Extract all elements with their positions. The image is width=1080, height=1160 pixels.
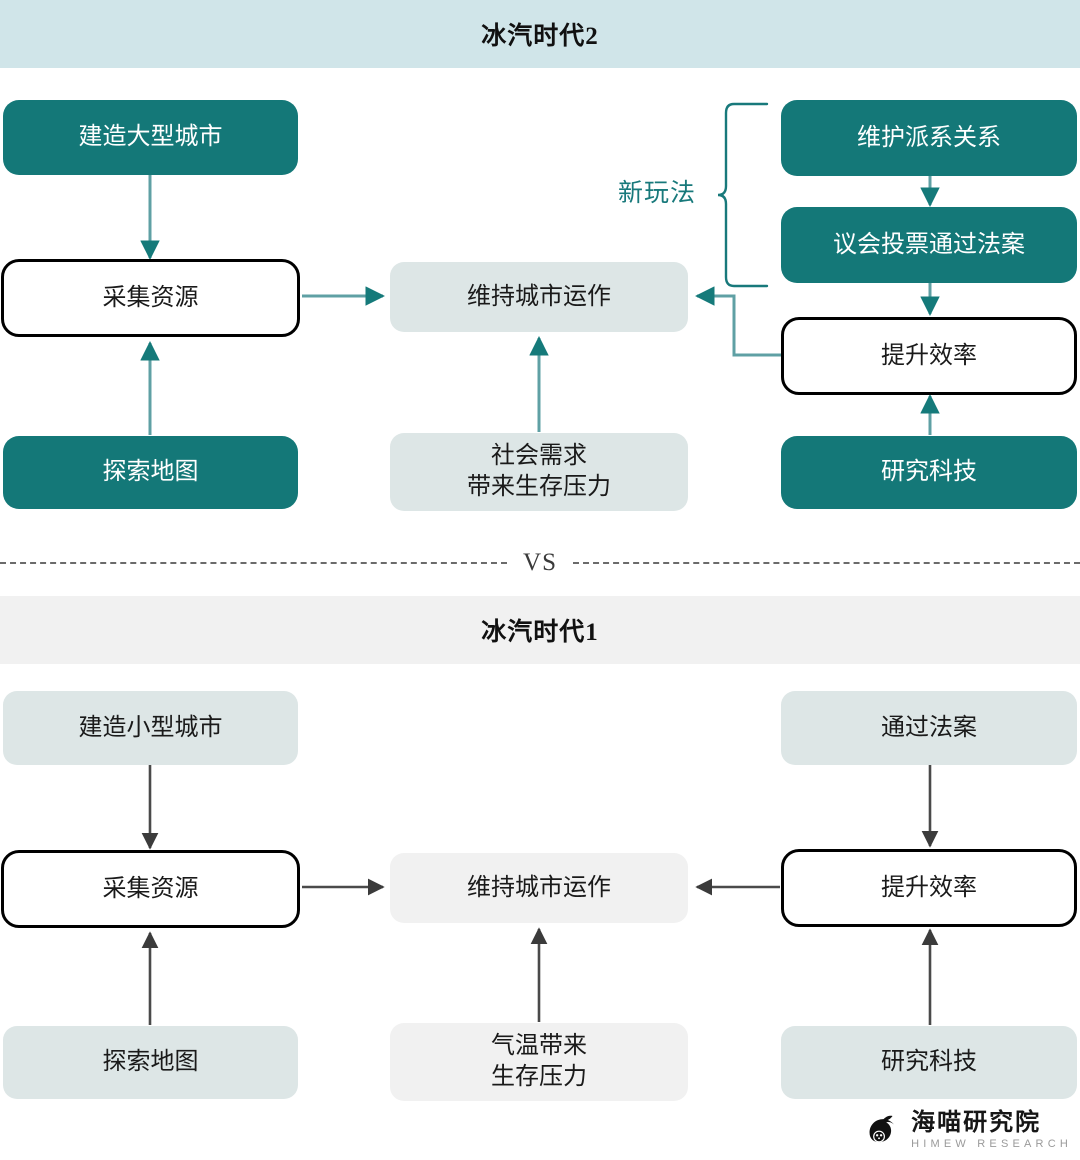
page-title-top: 冰汽时代2 [481,23,599,50]
new-mechanic-label: 新玩法 [618,180,697,207]
node-maintain-city-top[interactable]: 维持城市运作 [390,262,688,332]
vs-divider: VS [0,540,1080,586]
arrow-efficiency-to-maintain [695,286,782,357]
node-explore-map-top[interactable]: 探索地图 [3,436,298,509]
node-research-tech-top[interactable]: 研究科技 [781,436,1077,509]
node-improve-efficiency-top[interactable]: 提升效率 [781,317,1077,395]
node-parliament-vote-law[interactable]: 议会投票通过法案 [781,207,1077,283]
node-gather-resources-top[interactable]: 采集资源 [1,259,300,337]
node-maintain-factions[interactable]: 维护派系关系 [781,100,1077,176]
section-header-bottom: 冰汽时代1 [0,596,1080,664]
watermark-cn: 海喵研究院 [911,1109,1042,1136]
watermark-logo: 海喵研究院 HIMEW RESEARCH [864,1111,1072,1150]
vs-label: VS [523,549,557,576]
cat-logo-icon [869,1115,895,1142]
node-social-demand-pressure[interactable]: 社会需求 带来生存压力 [390,433,688,511]
node-gather-resources-bottom[interactable]: 采集资源 [1,850,300,928]
divider-line-left [0,562,508,564]
divider-line-right [572,562,1080,564]
node-explore-map-bottom[interactable]: 探索地图 [3,1026,298,1099]
watermark-text: 海喵研究院 HIMEW RESEARCH [911,1111,1072,1150]
page-title-bottom: 冰汽时代1 [481,619,599,646]
node-research-tech-bottom[interactable]: 研究科技 [781,1026,1077,1099]
node-build-small-city[interactable]: 建造小型城市 [3,691,298,765]
section-header-top: 冰汽时代2 [0,0,1080,68]
node-build-large-city[interactable]: 建造大型城市 [3,100,298,175]
node-temperature-pressure[interactable]: 气温带来 生存压力 [390,1023,688,1101]
node-maintain-city-bottom[interactable]: 维持城市运作 [390,853,688,923]
node-pass-law[interactable]: 通过法案 [781,691,1077,765]
new-mechanic-brace [717,102,769,288]
node-improve-efficiency-bottom[interactable]: 提升效率 [781,849,1077,927]
watermark-en: HIMEW RESEARCH [911,1138,1072,1150]
